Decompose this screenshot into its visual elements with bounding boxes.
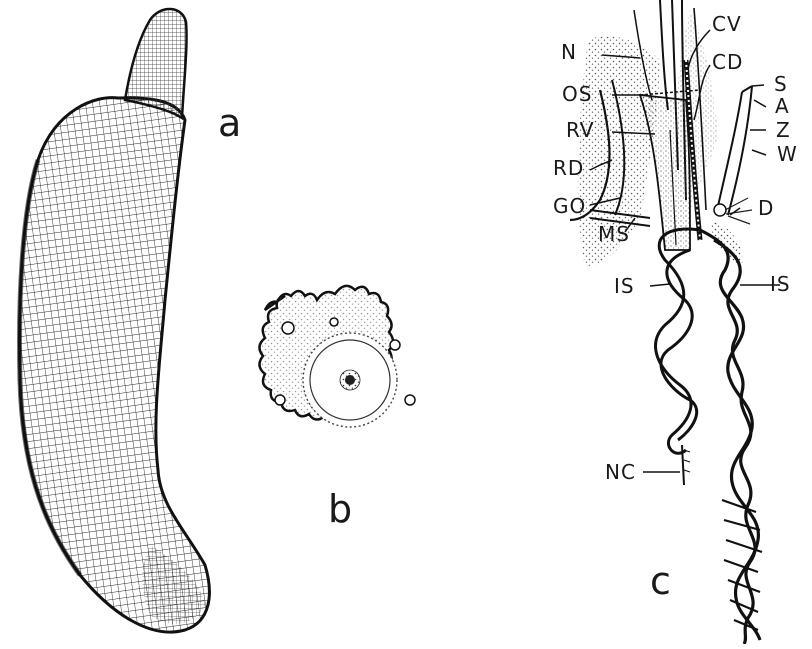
label-z: Z xyxy=(776,120,791,140)
label-s: S xyxy=(774,74,788,94)
label-os: OS xyxy=(562,84,592,104)
label-d: D xyxy=(758,198,774,218)
panel-b-cross-section xyxy=(259,286,415,427)
panel-c-structure xyxy=(570,0,780,644)
label-is-right: IS xyxy=(770,274,791,294)
label-n: N xyxy=(561,42,577,62)
panel-label-b: b xyxy=(328,490,352,528)
label-cv: CV xyxy=(712,14,742,34)
label-go: GO xyxy=(553,196,586,216)
label-a: A xyxy=(775,96,790,116)
label-nc: NC xyxy=(605,462,636,482)
panel-label-c: c xyxy=(650,562,671,600)
panel-a-specimen xyxy=(20,9,210,632)
label-w: W xyxy=(777,144,798,164)
label-cd: CD xyxy=(712,52,743,72)
label-rv: RV xyxy=(566,120,594,140)
label-ms: MS xyxy=(598,224,630,244)
panel-label-a: a xyxy=(218,104,241,142)
label-rd: RD xyxy=(553,158,584,178)
label-is-left: IS xyxy=(614,276,635,296)
